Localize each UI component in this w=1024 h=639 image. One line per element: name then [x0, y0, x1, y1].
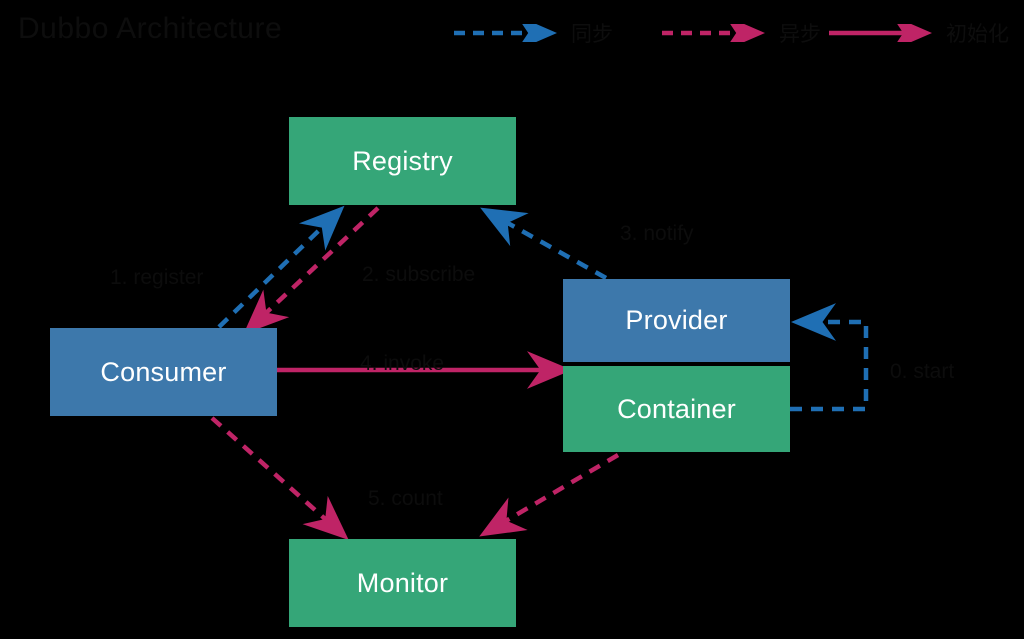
node-container-label: Container — [617, 393, 736, 424]
edge-notify — [243, 206, 380, 335]
node-monitor[interactable]: Monitor — [289, 539, 516, 627]
legend-init-arrow-icon — [829, 24, 932, 42]
node-provider[interactable]: Provider — [563, 279, 790, 364]
node-registry-label: Registry — [352, 145, 453, 176]
legend-item-sync: 同步 — [452, 14, 613, 52]
edge-register — [480, 207, 608, 280]
edge-label-invoke: 4. invoke — [360, 352, 445, 375]
legend-item-init: 初始化 — [827, 14, 1009, 52]
node-container[interactable]: Container — [563, 366, 790, 452]
legend-item-async: 异步 — [660, 14, 821, 52]
legend-async-arrow-icon — [662, 24, 765, 42]
node-registry[interactable]: Registry — [289, 117, 516, 205]
legend-sync-label: 同步 — [571, 23, 613, 46]
edge-label-count: 5. count — [368, 487, 443, 510]
legend-init-label: 初始化 — [946, 23, 1009, 46]
page-title: Dubbo Architecture — [18, 12, 283, 45]
legend-sync-arrow-icon — [454, 24, 557, 42]
edge-start — [790, 303, 869, 412]
edge-subscribe — [217, 205, 345, 329]
edge-label-register: 1. register — [110, 266, 204, 289]
node-consumer-label: Consumer — [100, 356, 227, 387]
legend-async-label: 异步 — [779, 23, 821, 46]
edge-count-consumer — [210, 416, 349, 540]
edge-label-notify: 3. notify — [620, 222, 694, 245]
node-provider-label: Provider — [625, 305, 728, 335]
node-consumer[interactable]: Consumer — [50, 328, 277, 416]
edge-count-provider — [479, 453, 620, 537]
edge-label-start: 0. start — [890, 360, 955, 383]
legend: 同步 异步 初始化 — [452, 14, 1024, 52]
node-monitor-label: Monitor — [356, 567, 449, 598]
edge-label-subscribe: 2. subscribe — [362, 263, 476, 286]
